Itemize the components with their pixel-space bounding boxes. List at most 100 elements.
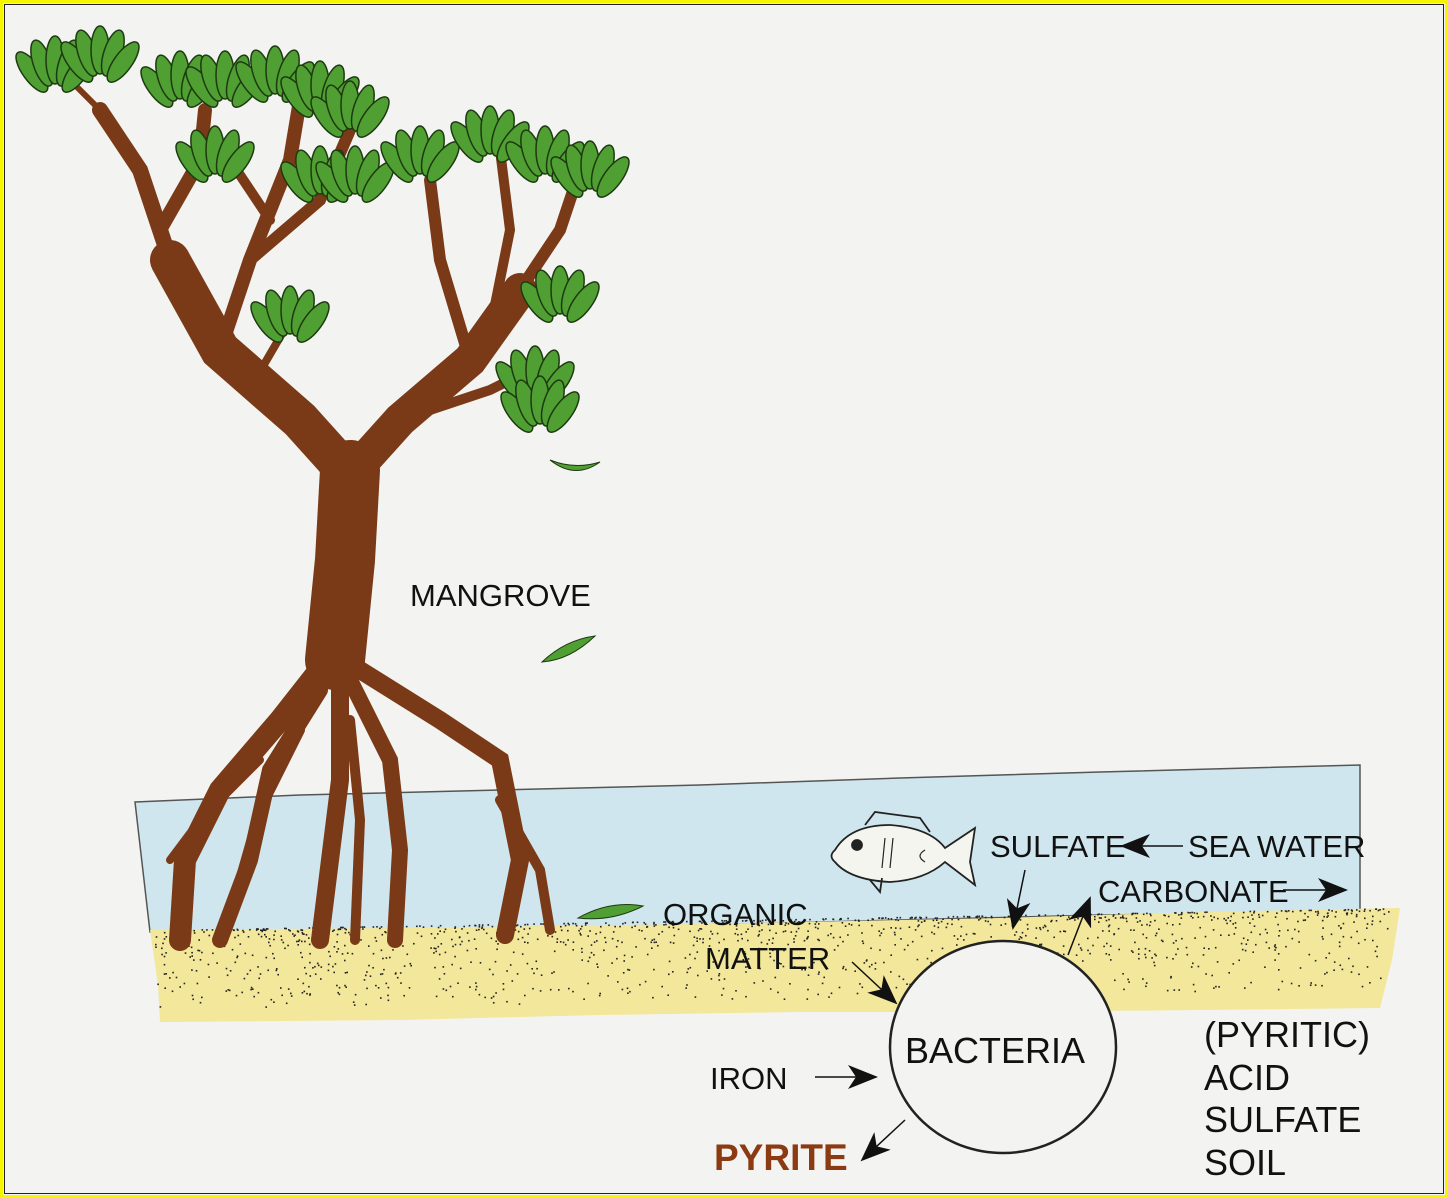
sediment-dot (721, 994, 723, 996)
sediment-dot (1180, 913, 1183, 915)
sediment-dot (932, 919, 935, 922)
sediment-dot (723, 978, 726, 980)
sediment-dot (363, 979, 366, 981)
sediment-dot (1108, 930, 1110, 932)
sediment-dot (856, 992, 859, 995)
sediment-dot (249, 928, 251, 931)
sediment-dot (635, 946, 637, 948)
sediment-dot (1132, 912, 1135, 915)
sediment-dot (556, 941, 558, 943)
sediment-dot (260, 935, 263, 938)
sediment-dot (911, 916, 913, 919)
sediment-dot (372, 967, 374, 969)
sediment-dot (933, 925, 936, 927)
label-soil-line-3: SULFATE (1204, 1099, 1361, 1140)
sediment-dot (920, 935, 923, 938)
sediment-dot (1232, 923, 1234, 925)
sediment-dot (815, 921, 818, 923)
sediment-dot (729, 923, 731, 926)
sediment-dot (250, 988, 252, 991)
sediment-dot (653, 941, 656, 944)
sediment-dot (599, 931, 602, 934)
sediment-dot (1121, 916, 1124, 919)
sediment-dot (862, 942, 865, 945)
sediment-dot (384, 931, 386, 933)
label-iron: IRON (710, 1061, 788, 1096)
sediment-dot (1317, 910, 1319, 913)
sediment-dot (301, 992, 304, 994)
sediment-dot (403, 965, 406, 967)
sediment-dot (621, 941, 623, 944)
sediment-dot (1351, 910, 1353, 912)
leaf (221, 141, 255, 183)
sediment-dot (583, 998, 585, 1000)
sediment-dot (235, 994, 238, 997)
sediment-dot (1213, 916, 1215, 919)
sediment-dot (769, 988, 772, 990)
sediment-dot (809, 918, 811, 921)
sediment-dot (1380, 977, 1382, 980)
sediment-dot (159, 1006, 162, 1008)
sediment-dot (308, 943, 311, 946)
sediment-dot (287, 988, 290, 990)
sediment-dot (1139, 920, 1141, 922)
sediment-dot (726, 921, 729, 923)
sediment-dot (1059, 930, 1062, 933)
sediment-dot (978, 915, 980, 918)
sediment-dot (1321, 984, 1323, 987)
sediment-dot (1178, 923, 1181, 925)
sediment-dot (584, 924, 587, 926)
sediment-dot (1038, 914, 1041, 917)
sediment-dot (651, 939, 654, 941)
sediment-dot (1348, 957, 1350, 960)
sediment-dot (711, 933, 714, 935)
sediment-dot (457, 982, 459, 984)
sediment-dot (665, 923, 667, 926)
sediment-dot (304, 966, 306, 969)
sediment-dot (485, 932, 488, 935)
sediment-dot (466, 932, 469, 934)
sediment-dot (1355, 913, 1358, 916)
sediment-dot (290, 992, 292, 995)
sediment-dot (517, 930, 520, 933)
sediment-dot (1310, 909, 1312, 912)
sediment-dot (285, 1002, 288, 1005)
sediment-dot (643, 921, 645, 924)
sediment-dot (309, 961, 311, 964)
sediment-dot (1153, 964, 1156, 967)
sediment-dot (1258, 916, 1261, 918)
sediment-dot (953, 935, 956, 937)
sediment-dot (817, 938, 819, 941)
sediment-dot (874, 962, 877, 964)
sediment-dot (813, 961, 815, 964)
sediment-dot (320, 966, 323, 968)
sediment-dot (837, 944, 839, 947)
sediment-dot (290, 995, 293, 997)
sediment-dot (753, 923, 756, 925)
sediment-dot (1253, 912, 1255, 914)
sediment-dot (1326, 916, 1328, 918)
sediment-dot (624, 922, 627, 924)
sediment-dot (607, 975, 609, 977)
sediment-dot (627, 992, 629, 994)
sediment-dot (1174, 912, 1176, 914)
sediment-dot (1328, 952, 1331, 955)
sediment-dot (1244, 949, 1247, 952)
sediment-dot (445, 989, 448, 992)
sediment-dot (1149, 921, 1152, 923)
sediment-dot (617, 981, 619, 983)
sediment-dot (333, 971, 335, 974)
sediment-dot (161, 947, 163, 950)
sediment-dot (761, 922, 763, 924)
sediment-dot (1232, 912, 1235, 915)
sediment-dot (241, 991, 243, 994)
sediment-dot (1106, 942, 1108, 945)
sediment-dot (579, 932, 581, 935)
sediment-dot (203, 931, 205, 933)
sediment-dot (608, 924, 610, 927)
sediment-dot (947, 916, 950, 919)
sediment-dot (1382, 908, 1385, 910)
sediment-dot (327, 963, 330, 966)
leaf (596, 156, 630, 198)
sediment-dot (1203, 947, 1205, 949)
